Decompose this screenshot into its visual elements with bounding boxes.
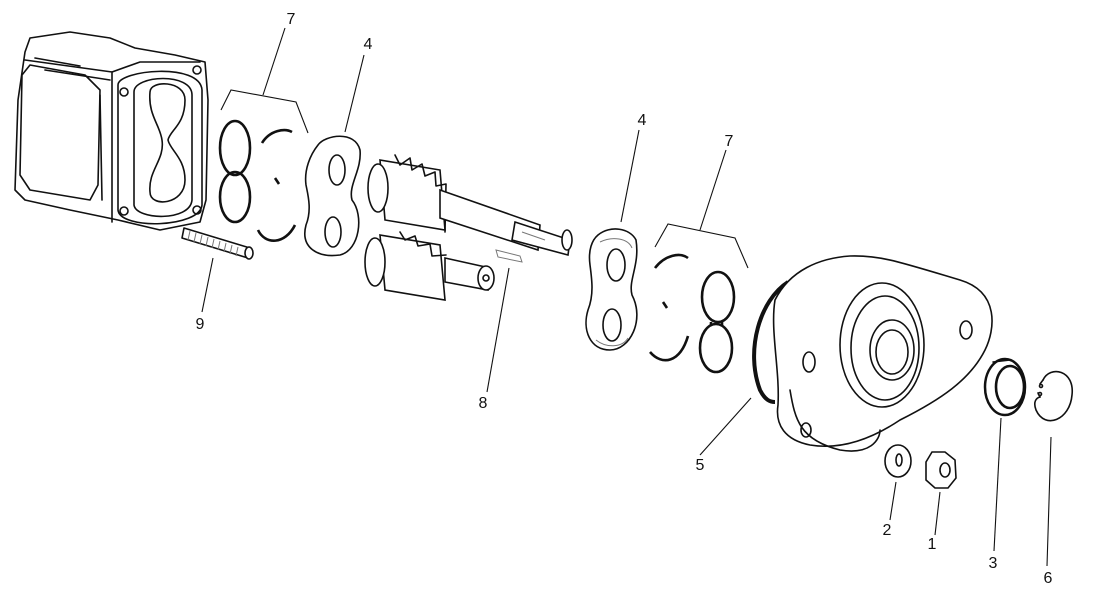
callout-7-rear: 7 bbox=[286, 11, 296, 28]
leader-lines bbox=[201, 27, 1052, 567]
body-o-ring bbox=[752, 280, 790, 404]
callout-3: 3 bbox=[988, 555, 998, 572]
callout-1: 1 bbox=[927, 536, 937, 553]
retaining-ring bbox=[1033, 370, 1073, 422]
shaft-seal bbox=[983, 357, 1027, 417]
gear-set bbox=[364, 154, 573, 301]
stud bbox=[181, 227, 254, 260]
front-body bbox=[772, 255, 993, 452]
callout-6: 6 bbox=[1043, 570, 1053, 587]
shaft-key bbox=[495, 249, 523, 263]
callout-4-front: 4 bbox=[637, 112, 647, 129]
thrust-plate-front bbox=[585, 228, 638, 351]
thrust-plate-rear bbox=[304, 135, 361, 257]
callout-9: 9 bbox=[195, 316, 205, 333]
washer bbox=[884, 444, 912, 478]
callout-4-rear: 4 bbox=[363, 36, 373, 53]
callout-7-front: 7 bbox=[724, 133, 734, 150]
callout-2: 2 bbox=[882, 522, 892, 539]
seal-kit-front bbox=[649, 223, 749, 374]
callout-5: 5 bbox=[695, 457, 705, 474]
callout-8: 8 bbox=[478, 395, 488, 412]
rear-housing bbox=[14, 31, 209, 231]
seal-kit-rear bbox=[218, 89, 309, 242]
hex-nut bbox=[925, 451, 957, 489]
